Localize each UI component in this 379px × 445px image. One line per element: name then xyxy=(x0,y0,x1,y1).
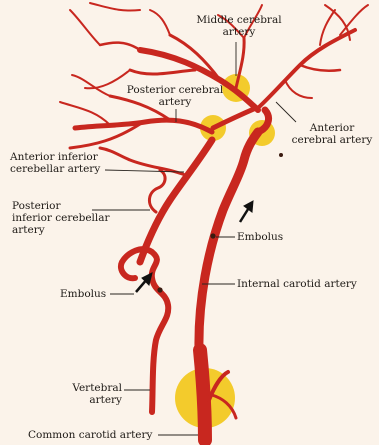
pca-branch-4 xyxy=(60,102,110,125)
label-common-carotid-artery: Common carotid artery xyxy=(28,429,152,441)
embolus-lower-dot xyxy=(157,287,162,292)
aca-branch-1 xyxy=(300,65,340,71)
label-middle-cerebral-artery: Middle cerebral artery xyxy=(196,14,282,38)
label-internal-carotid-artery: Internal carotid artery xyxy=(237,278,357,290)
label-line: Vertebral xyxy=(60,382,122,394)
mca-branch-2 xyxy=(130,70,195,74)
posterior-cerebral-artery xyxy=(75,120,212,132)
top-arc xyxy=(90,3,140,11)
label-line: artery xyxy=(120,96,230,108)
aca-branch-4 xyxy=(285,80,312,98)
label-embolus-lower: Embolus xyxy=(60,288,106,300)
mca-branch-3 xyxy=(100,43,140,50)
label-line: inferior cerebellar xyxy=(12,212,110,224)
label-vertebral-artery: Vertebral artery xyxy=(60,382,122,406)
label-line: cerebral artery xyxy=(286,134,378,146)
label-posterior-inferior-cerebellar-artery: Posterior inferior cerebellar artery xyxy=(12,200,110,236)
loose-embolus-dot xyxy=(279,153,283,157)
common-carotid-trunk xyxy=(200,350,205,440)
embolus-upper-dot xyxy=(210,233,215,238)
label-embolus-upper: Embolus xyxy=(237,231,283,243)
label-line: Middle cerebral xyxy=(196,14,282,26)
label-line: artery xyxy=(60,394,122,406)
label-line: artery xyxy=(196,26,282,38)
label-anterior-inferior-cerebellar-artery: Anterior inferior cerebellar artery xyxy=(10,151,100,175)
label-line: Anterior inferior xyxy=(10,151,100,163)
label-posterior-cerebral-artery: Posterior cerebral artery xyxy=(120,84,230,108)
leader-anterior-cerebral xyxy=(276,102,296,122)
mca-branch-4 xyxy=(150,10,170,35)
label-anterior-cerebral-artery: Anterior cerebral artery xyxy=(286,122,378,146)
label-line: cerebellar artery xyxy=(10,163,100,175)
label-line: Anterior xyxy=(286,122,378,134)
vertebral-artery xyxy=(121,249,168,412)
label-line: Posterior cerebral xyxy=(120,84,230,96)
label-line: Posterior xyxy=(12,200,110,212)
top-arc-2 xyxy=(70,10,100,45)
label-line: artery xyxy=(12,224,110,236)
